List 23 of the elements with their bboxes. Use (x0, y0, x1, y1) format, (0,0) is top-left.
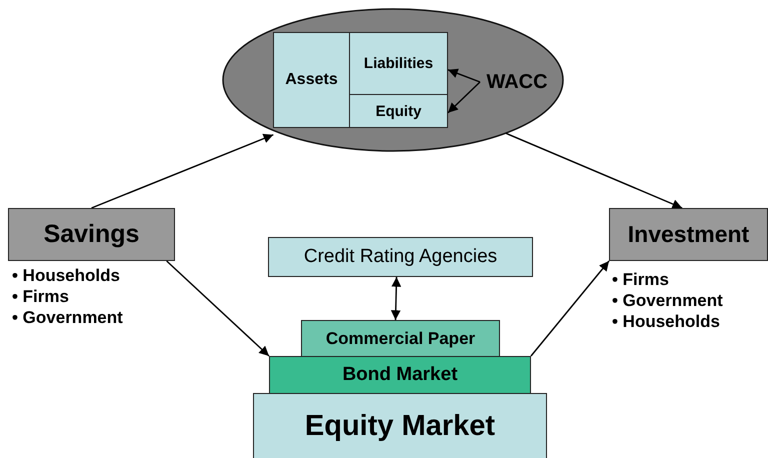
bullet-item: • Firms (612, 269, 669, 290)
arrow (530, 260, 610, 356)
process-box: Savings (8, 208, 175, 261)
bullet-item: • Government (612, 290, 723, 311)
arrow (448, 82, 480, 114)
bullet-item: • Firms (12, 286, 69, 307)
process-box: Investment (609, 208, 768, 261)
process-box: Credit Rating Agencies (268, 237, 533, 277)
arrow (91, 134, 274, 209)
text-label: WACC (485, 70, 549, 94)
arrow (448, 68, 480, 83)
bullet-item: • Government (12, 307, 123, 328)
table-cell: Equity (349, 94, 448, 128)
process-box: Bond Market (269, 356, 531, 394)
table-cell: Liabilities (349, 32, 448, 95)
arrow (506, 132, 682, 209)
bullet-item: • Households (12, 265, 120, 286)
bullet-item: • Households (612, 311, 720, 332)
arrow (390, 276, 402, 320)
arrow (166, 260, 270, 357)
process-box: Commercial Paper (301, 320, 500, 357)
process-box: Equity Market (253, 393, 547, 458)
table-cell: Assets (273, 32, 350, 128)
